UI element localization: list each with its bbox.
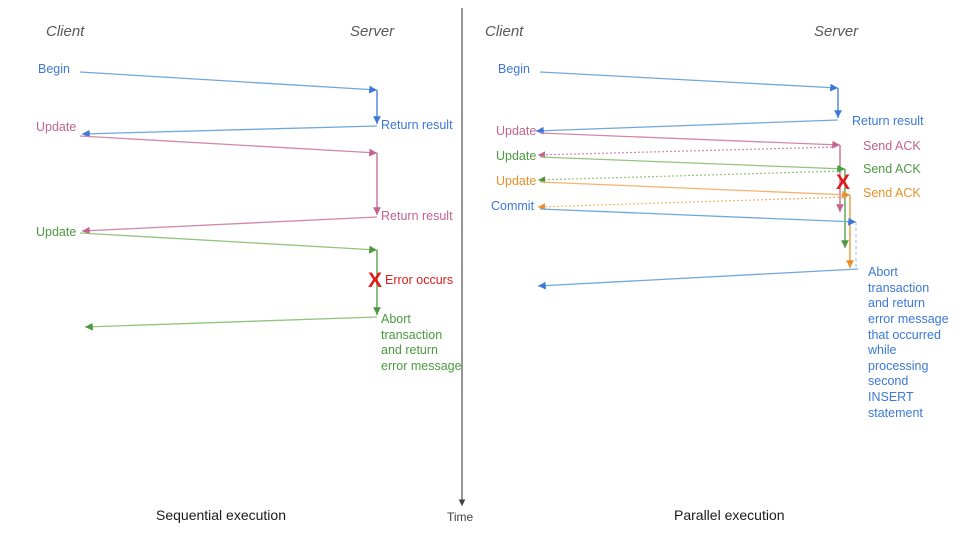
right-client-msg-update-3: Update (496, 174, 537, 188)
left-server-msg-return-result-2: Return result (381, 209, 453, 223)
right-client-msg-begin: Begin (498, 62, 530, 76)
arrow-begin-left (79, 71, 378, 94)
left-client-msg-update-1: Update (36, 120, 77, 134)
arrow-update-2-left (79, 232, 378, 254)
left-error-x-icon: X (368, 269, 383, 292)
arrow-begin-right (539, 71, 839, 92)
left-client-msg-update-2: Update (36, 225, 77, 239)
time-axis-label: Time (447, 510, 474, 524)
left-panel-caption: Sequential execution (156, 507, 286, 523)
left-server-msg-abort: Abort transaction and return error messa… (381, 312, 462, 373)
arrow-update-green-right (539, 156, 846, 173)
arrow-return-result-2-left (81, 216, 378, 235)
right-server-msg-abort: Abort transaction and return error messa… (868, 265, 949, 420)
arrow-return-result-1-left (81, 125, 378, 138)
arrow-update-1-left (79, 135, 378, 157)
arrow-commit-right (539, 208, 857, 226)
right-server-msg-ack-3: Send ACK (863, 186, 921, 200)
arrow-ack-orange-right (537, 196, 848, 211)
right-header-server: Server (814, 23, 859, 40)
right-client-msg-commit: Commit (491, 199, 535, 213)
arrow-ack-pink-right (537, 146, 837, 159)
arrow-update-pink-right (539, 132, 841, 149)
right-client-msg-update-2: Update (496, 149, 537, 163)
arrow-return-result-right (535, 119, 839, 135)
right-panel-caption: Parallel execution (674, 507, 785, 523)
arrow-abort-left (84, 316, 378, 331)
right-panel-arrows (535, 71, 859, 290)
right-error-x-icon: X (836, 171, 851, 194)
left-header-server: Server (350, 23, 395, 40)
right-client-msg-update-1: Update (496, 124, 537, 138)
right-header-client: Client (485, 23, 524, 40)
right-server-msg-ack-1: Send ACK (863, 139, 921, 153)
left-server-msg-error-occurs: Error occurs (385, 273, 454, 287)
left-panel-arrows (79, 71, 381, 331)
right-server-msg-return-result: Return result (852, 114, 924, 128)
left-header-client: Client (46, 23, 85, 40)
left-server-msg-return-result-1: Return result (381, 118, 453, 132)
arrow-ack-green-right (537, 170, 843, 184)
arrow-abort-right (537, 268, 859, 290)
right-server-msg-ack-2: Send ACK (863, 162, 921, 176)
left-client-msg-begin: Begin (38, 62, 70, 76)
arrow-update-orange-right (539, 181, 851, 199)
